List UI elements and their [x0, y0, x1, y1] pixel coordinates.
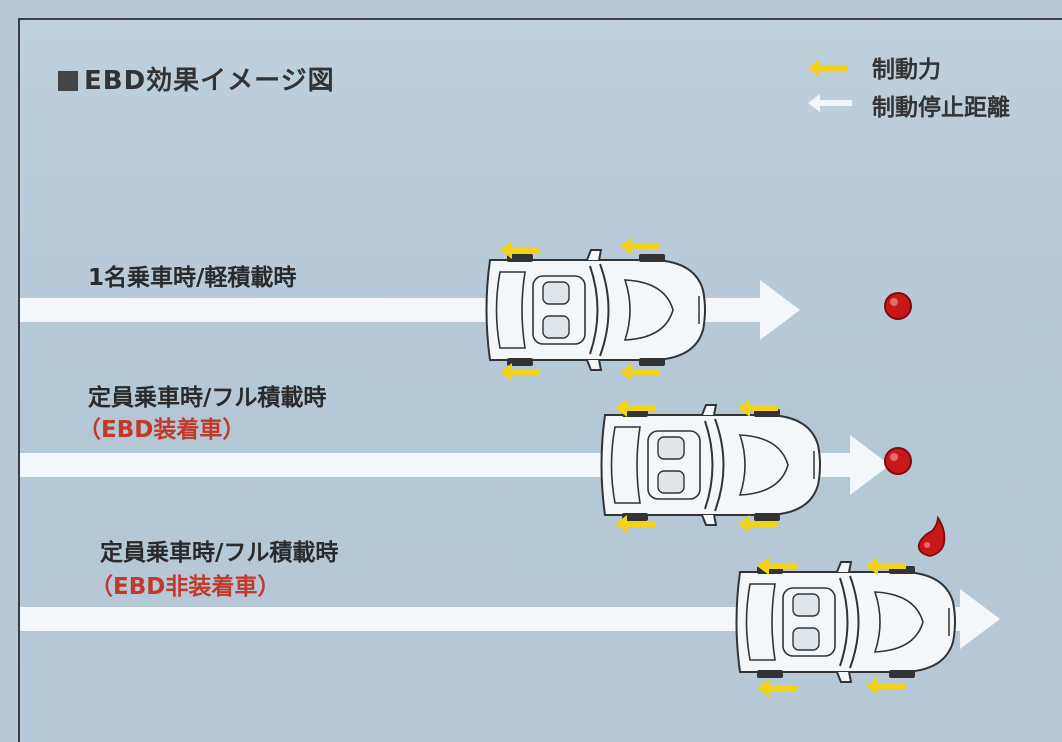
skid-marker-icon [917, 515, 946, 557]
scenario-3-brake-arrow-rr [757, 679, 797, 697]
legend-distance-arrow-icon [808, 94, 852, 112]
scenario-2-car-icon [600, 404, 821, 526]
scenario-3-sublabel: （EBD非装着車） [90, 574, 281, 600]
scenario-3-brake-arrow-fr [866, 677, 906, 695]
scenario-1-stop-marker-icon [884, 292, 912, 320]
scenario-2-sublabel: （EBD装着車） [78, 417, 246, 443]
legend-braking-arrow-icon [808, 59, 848, 77]
legend-braking-force-label: 制動力 [872, 57, 941, 83]
scenario-3-car-icon [735, 561, 956, 683]
scenario-1-car-icon [485, 249, 706, 371]
scenario-1-stop-marker-highlight [890, 298, 898, 306]
scenario-2-stop-marker-icon [884, 447, 912, 475]
scenario-1-brake-arrow-fl [620, 237, 660, 255]
scenario-3-label: 定員乗車時/フル積載時 [100, 540, 339, 566]
scenario-1-distance-arrow [20, 280, 800, 340]
scenario-2-distance-arrow [20, 435, 890, 495]
legend-stopping-distance-label: 制動停止距離 [872, 95, 1010, 121]
scenario-1-label: 1名乗車時/軽積載時 [88, 265, 297, 291]
scenario-3-distance-arrow [20, 589, 1000, 649]
title-text: EBD効果イメージ図 [84, 66, 335, 96]
scenario-2-label: 定員乗車時/フル積載時 [88, 385, 327, 411]
scenario-2-stop-marker-highlight [890, 453, 898, 461]
diagram-title: EBD効果イメージ図 [58, 60, 335, 97]
title-square-icon [58, 71, 78, 91]
